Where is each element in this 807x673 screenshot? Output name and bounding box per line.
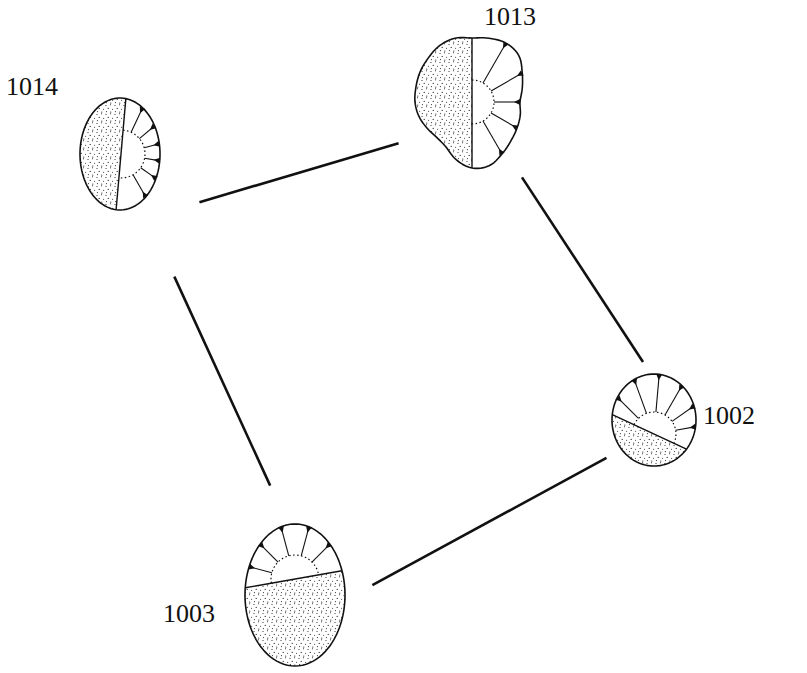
connector-line bbox=[199, 143, 398, 202]
section-outline bbox=[415, 38, 523, 169]
stippled-half bbox=[245, 524, 345, 666]
section-divider bbox=[612, 415, 686, 450]
stippled-half bbox=[415, 38, 523, 169]
section-node: 1013 bbox=[412, 34, 522, 169]
section-outline bbox=[612, 374, 696, 466]
cross-section-drawing bbox=[244, 522, 346, 668]
chamber-septum bbox=[491, 74, 521, 92]
section-node: 1002 bbox=[610, 372, 698, 468]
specimen-number: 1002 bbox=[703, 403, 755, 429]
specimen-number: 1014 bbox=[6, 74, 58, 100]
septum-foot bbox=[514, 99, 520, 105]
stippled-half bbox=[80, 98, 160, 210]
section-node: 1003 bbox=[244, 522, 346, 668]
cross-section-drawing bbox=[78, 95, 163, 213]
chamber-septum bbox=[483, 44, 506, 83]
connector-line bbox=[522, 177, 643, 362]
section-divider bbox=[116, 99, 126, 210]
chamber-septum bbox=[483, 121, 502, 153]
inner-dotted-arc bbox=[472, 80, 494, 124]
specimen-number: 1003 bbox=[163, 601, 215, 627]
stippled-half bbox=[612, 374, 696, 466]
section-outline bbox=[245, 524, 345, 666]
cross-section-drawing bbox=[610, 372, 698, 468]
specimen-number: 1013 bbox=[484, 4, 536, 30]
section-outline bbox=[80, 98, 160, 210]
chamber-septum bbox=[634, 380, 646, 413]
section-node: 1014 bbox=[78, 95, 163, 213]
connector-line bbox=[174, 277, 270, 486]
section-divider bbox=[471, 38, 472, 168]
chamber-septum bbox=[656, 375, 659, 412]
section-divider bbox=[245, 571, 342, 588]
connector-line bbox=[372, 458, 606, 585]
cross-section-drawing bbox=[412, 34, 522, 169]
